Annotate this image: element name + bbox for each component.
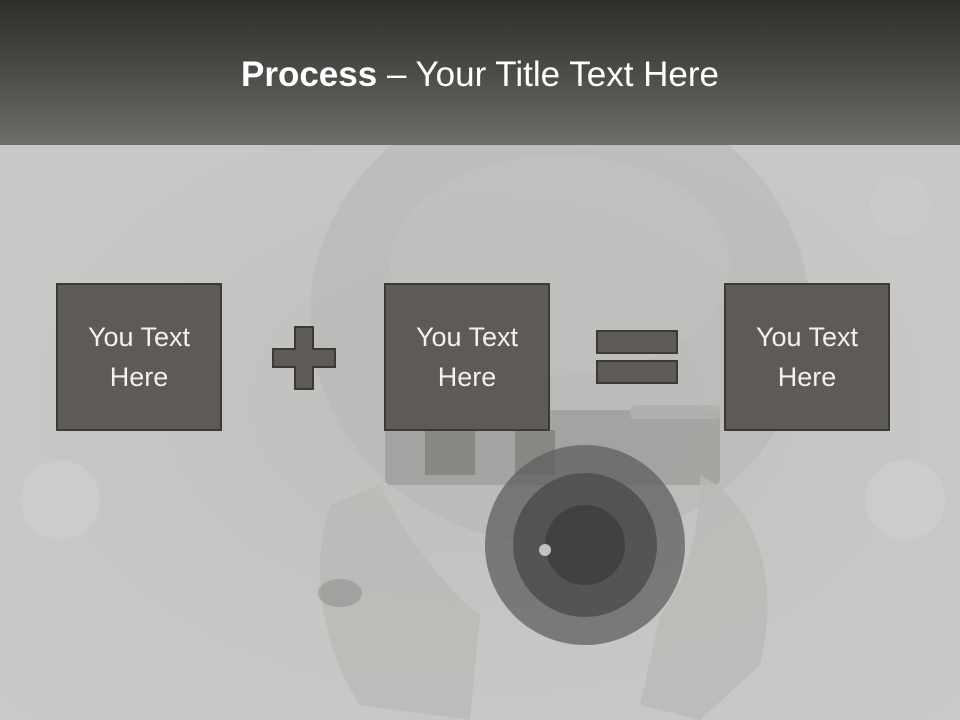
slide-title: Process – Your Title Text Here bbox=[0, 50, 960, 100]
process-box-1: You Text Here bbox=[56, 283, 222, 431]
background-photo bbox=[0, 145, 960, 720]
header-band: Process – Your Title Text Here bbox=[0, 0, 960, 145]
photographer-with-camera-image bbox=[20, 145, 945, 720]
process-box-1-text: You Text Here bbox=[87, 322, 191, 392]
process-box-3-text: You Text Here bbox=[755, 322, 859, 392]
title-rest: – Your Title Text Here bbox=[377, 55, 719, 94]
title-bold: Process bbox=[241, 55, 378, 94]
plus-icon bbox=[272, 326, 336, 390]
equals-icon bbox=[596, 330, 678, 384]
process-box-2-text: You Text Here bbox=[415, 322, 519, 392]
process-box-3: You Text Here bbox=[724, 283, 890, 431]
process-box-2: You Text Here bbox=[384, 283, 550, 431]
